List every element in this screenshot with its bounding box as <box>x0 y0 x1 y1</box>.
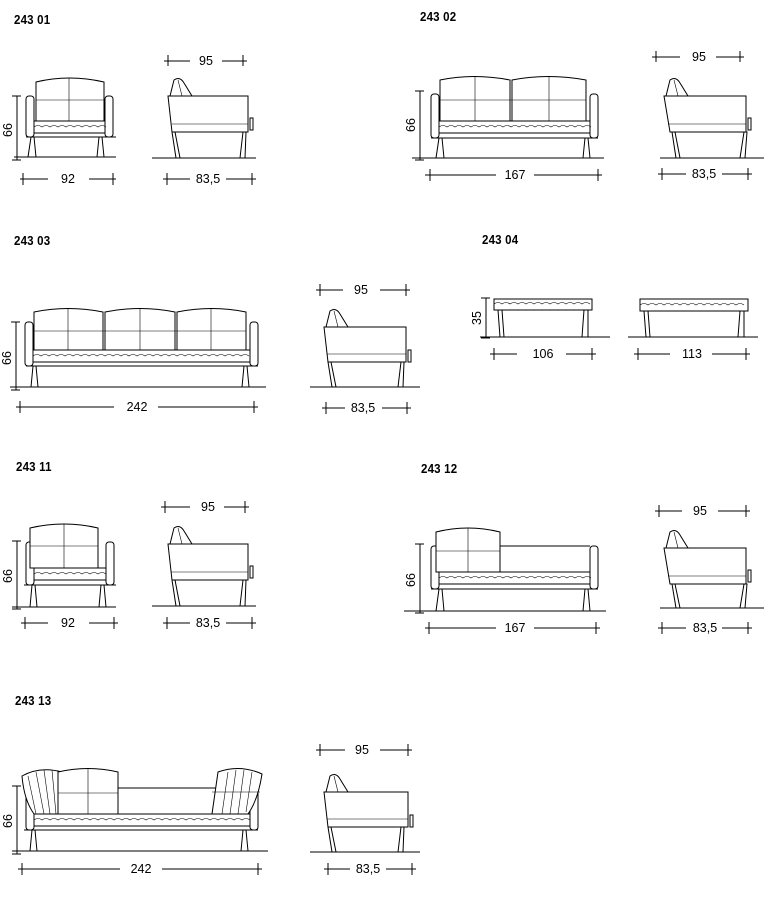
height-label-243-02: 66 <box>404 118 418 132</box>
front-view-243-02 <box>412 76 604 159</box>
side-width-label-243-12: 95 <box>693 504 707 518</box>
side-depth-dim-243-03: 83,5 <box>322 401 411 415</box>
side-width-dim-243-01: 95 <box>164 54 247 68</box>
front-width-label-243-12: 167 <box>505 621 526 635</box>
height-dim-243-03: 66 <box>0 321 20 391</box>
front-width-label-243-11: 92 <box>61 616 75 630</box>
side-view-243-03 <box>310 309 420 388</box>
model-code-243-04: 243 04 <box>482 233 519 247</box>
height-label-243-12: 66 <box>404 573 418 587</box>
side-width-label-243-03: 95 <box>354 283 368 297</box>
front-view-243-11 <box>12 523 116 608</box>
side-depth-dim-243-13: 83,5 <box>324 862 416 876</box>
front-width-dim-243-01: 92 <box>20 172 116 186</box>
side-view-243-13 <box>310 774 420 853</box>
side-depth-label-243-13: 83,5 <box>356 862 380 876</box>
bench-view-b-243-04 <box>628 298 758 338</box>
model-code-243-02: 243 02 <box>420 10 457 24</box>
front-width-dim-243-11: 92 <box>21 616 118 630</box>
side-depth-dim-243-01: 83,5 <box>163 172 256 186</box>
model-code-243-01: 243 01 <box>14 13 51 27</box>
front-width-dim-243-02: 167 <box>425 168 602 182</box>
front-view-243-03 <box>10 308 266 388</box>
side-view-243-12 <box>660 530 764 609</box>
height-dim-243-02: 66 <box>404 90 424 161</box>
front-width-dim-243-13: 242 <box>18 862 262 876</box>
side-depth-label-243-02: 83,5 <box>692 167 716 181</box>
width-b-dim-243-04: 113 <box>634 347 750 361</box>
front-width-label-243-02: 167 <box>505 168 526 182</box>
height-label-243-11: 66 <box>1 569 15 583</box>
height-label-243-01: 66 <box>1 123 15 137</box>
side-width-label-243-02: 95 <box>692 50 706 64</box>
model-code-243-03: 243 03 <box>14 234 51 248</box>
model-code-243-11: 243 11 <box>16 460 52 474</box>
front-width-dim-243-12: 167 <box>425 621 600 635</box>
side-depth-label-243-01: 83,5 <box>196 172 220 186</box>
height-dim-243-11: 66 <box>1 540 21 610</box>
side-depth-label-243-12: 83,5 <box>693 621 717 635</box>
model-code-243-13: 243 13 <box>15 694 52 708</box>
side-depth-dim-243-12: 83,5 <box>658 621 752 635</box>
height-dim-243-13: 66 <box>1 785 21 855</box>
front-width-label-243-13: 242 <box>131 862 152 876</box>
front-width-label-243-01: 92 <box>61 172 75 186</box>
front-width-dim-243-03: 242 <box>16 400 258 414</box>
height-dim-243-12: 66 <box>404 543 424 614</box>
height-label-243-03: 66 <box>0 351 14 365</box>
height-dim-243-01: 66 <box>1 95 21 161</box>
side-view-243-02 <box>660 78 764 159</box>
side-depth-dim-243-11: 83,5 <box>163 616 256 630</box>
side-width-dim-243-03: 95 <box>316 283 410 297</box>
side-width-dim-243-02: 95 <box>652 50 744 64</box>
front-view-243-01 <box>14 77 116 158</box>
side-view-243-11 <box>152 526 256 607</box>
side-width-dim-243-12: 95 <box>655 504 750 518</box>
front-view-243-12 <box>404 527 606 612</box>
side-width-label-243-01: 95 <box>199 54 213 68</box>
model-code-243-12: 243 12 <box>421 462 458 476</box>
height-label-243-04: 35 <box>470 311 484 325</box>
width-a-label-243-04: 106 <box>533 347 554 361</box>
side-width-dim-243-13: 95 <box>316 743 412 757</box>
front-view-243-13 <box>12 768 268 852</box>
bench-view-a-243-04 <box>480 298 610 338</box>
side-depth-label-243-03: 83,5 <box>351 401 375 415</box>
width-b-label-243-04: 113 <box>682 347 702 361</box>
front-width-label-243-03: 242 <box>127 400 148 414</box>
side-width-label-243-13: 95 <box>355 743 369 757</box>
side-depth-dim-243-02: 83,5 <box>658 167 752 181</box>
side-width-dim-243-11: 95 <box>161 500 249 514</box>
side-view-243-01 <box>152 78 256 159</box>
height-label-243-13: 66 <box>1 814 15 828</box>
side-depth-label-243-11: 83,5 <box>196 616 220 630</box>
side-width-label-243-11: 95 <box>201 500 215 514</box>
height-dim-243-04: 35 <box>470 297 490 339</box>
width-a-dim-243-04: 106 <box>490 347 596 361</box>
